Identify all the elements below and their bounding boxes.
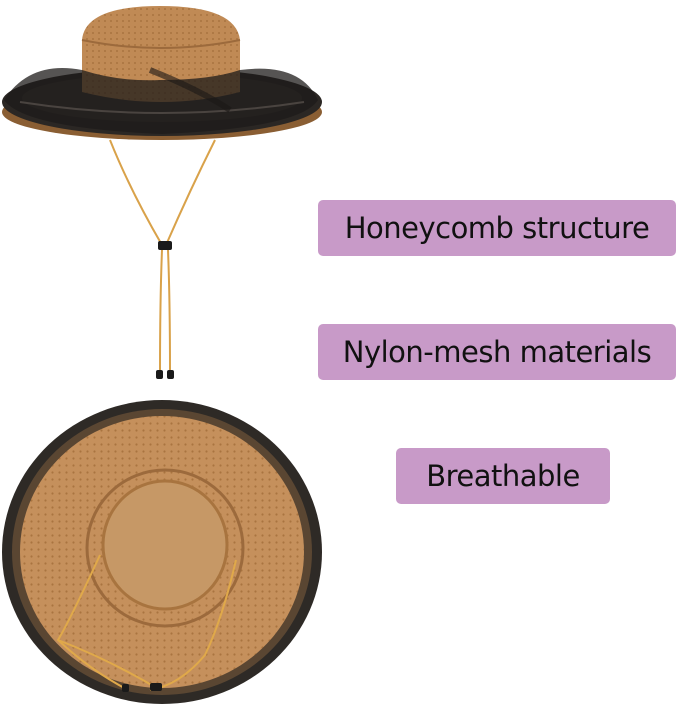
- hat-top-view: [2, 400, 322, 704]
- feature-label-breathable: Breathable: [396, 448, 610, 504]
- feature-label-nylon-mesh: Nylon-mesh materials: [318, 324, 676, 380]
- feature-label-honeycomb: Honeycomb structure: [318, 200, 676, 256]
